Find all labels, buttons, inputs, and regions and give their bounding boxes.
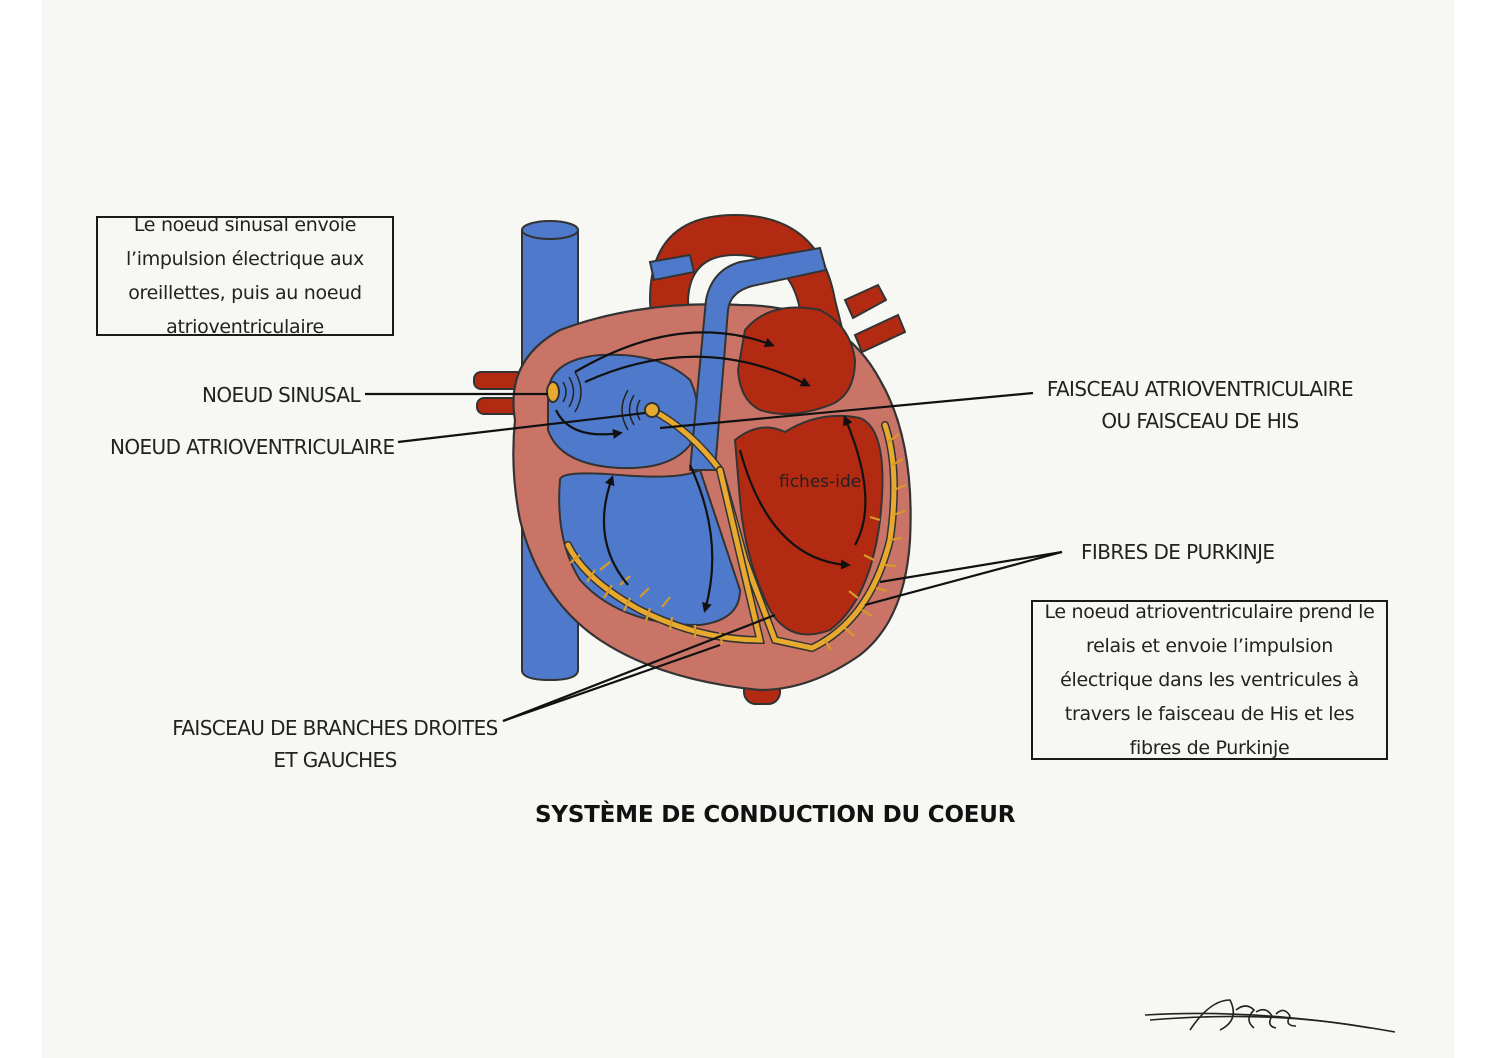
conduction-bundles	[564, 406, 898, 653]
label-faisceau-branches: FAISCEAU DE BRANCHES DROITES ET GAUCHES	[170, 712, 500, 776]
watermark-text: fiches-ide	[779, 472, 862, 492]
left-ventricle	[733, 414, 884, 636]
label-faisceau-branches-line1: FAISCEAU DE BRANCHES DROITES	[172, 716, 498, 740]
sinus-node-info-text: Le noeud sinusal envoie l’impulsion élec…	[126, 214, 364, 338]
artist-signature	[1144, 999, 1396, 1033]
label-faisceau-his-line2: OU FAISCEAU DE HIS	[1101, 409, 1299, 433]
sinus-node	[546, 371, 582, 413]
label-faisceau-his-line1: FAISCEAU ATRIOVENTRICULAIRE	[1046, 377, 1354, 401]
diagram-title: SYSTÈME DE CONDUCTION DU COEUR	[535, 802, 1016, 828]
label-faisceau-branches-line2: ET GAUCHES	[273, 748, 397, 772]
leader-lines	[365, 391, 1063, 723]
pulmonary-artery	[688, 246, 828, 471]
label-noeud-atrioventriculaire: NOEUD ATRIOVENTRICULAIRE	[110, 435, 395, 459]
label-faisceau-his: FAISCEAU ATRIOVENTRICULAIRE OU FAISCEAU …	[1045, 373, 1355, 437]
label-noeud-sinusal: NOEUD SINUSAL	[202, 383, 361, 407]
av-node	[621, 389, 660, 431]
label-fibres-purkinje: FIBRES DE PURKINJE	[1081, 540, 1275, 564]
left-atrium	[736, 306, 857, 415]
sinus-node-info-box: Le noeud sinusal envoie l’impulsion élec…	[96, 214, 394, 338]
av-node-info-box: Le noeud atrioventriculaire prend le rel…	[1031, 600, 1388, 760]
aorta-branches	[843, 283, 907, 354]
av-node-info-text: Le noeud atrioventriculaire prend le rel…	[1044, 601, 1375, 759]
impulse-arrows	[555, 331, 867, 613]
